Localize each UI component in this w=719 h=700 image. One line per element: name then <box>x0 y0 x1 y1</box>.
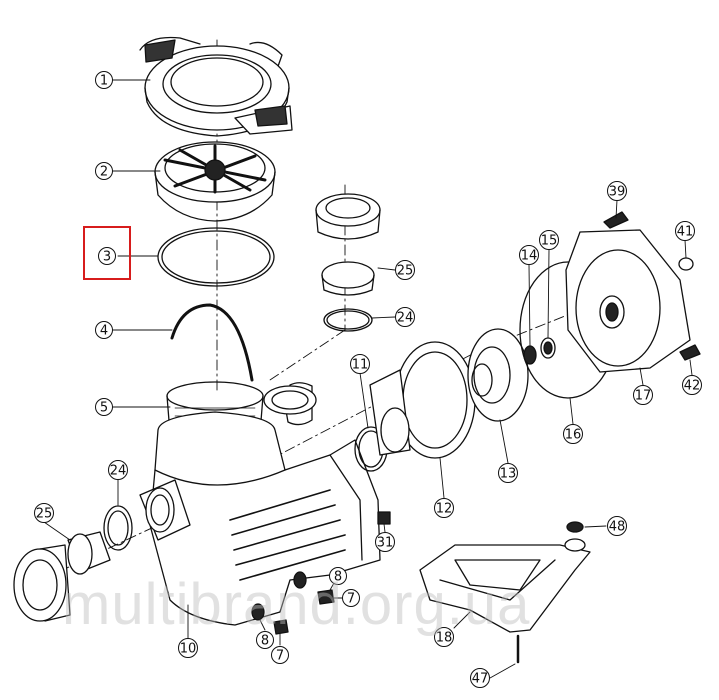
svg-text:2: 2 <box>100 165 108 180</box>
callout-48: 48 <box>607 516 627 536</box>
callout-18: 18 <box>434 627 454 647</box>
svg-text:3: 3 <box>103 250 111 265</box>
callout-8-right: 8 <box>329 567 347 585</box>
callout-2: 2 <box>95 162 113 180</box>
callout-31: 31 <box>375 532 395 552</box>
callout-24-left: 24 <box>108 460 128 480</box>
svg-text:41: 41 <box>677 225 694 240</box>
svg-text:24: 24 <box>110 464 127 479</box>
callout-25-top: 25 <box>395 260 415 280</box>
callout-24-top: 24 <box>395 307 415 327</box>
callout-41: 41 <box>675 221 695 241</box>
part-basket-handle <box>170 303 254 382</box>
part-motor-support <box>419 521 591 664</box>
svg-text:18: 18 <box>436 631 453 646</box>
svg-text:8: 8 <box>334 570 342 585</box>
callout-17: 17 <box>633 385 653 405</box>
part-back-plate <box>565 229 691 373</box>
svg-text:13: 13 <box>500 467 517 482</box>
part-lid <box>139 36 293 137</box>
svg-text:5: 5 <box>100 401 108 416</box>
svg-text:25: 25 <box>397 264 414 279</box>
svg-text:11: 11 <box>352 358 369 373</box>
callout-25-left: 25 <box>34 503 54 523</box>
callout-39: 39 <box>607 181 627 201</box>
svg-text:16: 16 <box>565 428 582 443</box>
svg-text:48: 48 <box>609 520 626 535</box>
part-o-ring-lid <box>157 227 275 287</box>
part-diffuser <box>369 341 476 459</box>
part-strainer-cover <box>154 141 276 222</box>
svg-text:24: 24 <box>397 311 414 326</box>
callout-13: 13 <box>498 463 518 483</box>
callout-7-left: 7 <box>271 646 289 664</box>
callout-12: 12 <box>434 498 454 518</box>
part-washer-41 <box>678 257 694 271</box>
callout-15: 15 <box>539 230 559 250</box>
callout-7-right: 7 <box>342 589 360 607</box>
callout-5: 5 <box>95 398 113 416</box>
part-seals <box>523 337 556 365</box>
callout-8-left: 8 <box>256 631 274 649</box>
part-bolt-42 <box>679 344 701 361</box>
part-screw-31 <box>377 511 391 525</box>
part-drain-plugs <box>251 571 335 635</box>
svg-text:15: 15 <box>541 234 558 249</box>
callout-42: 42 <box>682 375 702 395</box>
svg-text:10: 10 <box>180 642 197 657</box>
callout-4: 4 <box>95 321 113 339</box>
svg-text:39: 39 <box>609 185 626 200</box>
svg-text:12: 12 <box>436 502 453 517</box>
callout-47: 47 <box>470 668 490 688</box>
svg-text:17: 17 <box>635 389 652 404</box>
svg-text:31: 31 <box>377 536 394 551</box>
callout-leaders <box>43 79 693 679</box>
part-pump-housing <box>139 382 381 626</box>
callout-10: 10 <box>178 638 198 658</box>
svg-text:25: 25 <box>36 507 53 522</box>
svg-text:8: 8 <box>261 634 269 649</box>
part-impeller <box>467 328 529 422</box>
svg-text:7: 7 <box>347 592 355 607</box>
svg-text:1: 1 <box>100 74 108 89</box>
watermark-text: multibrand.org.ua <box>62 572 530 637</box>
svg-text:7: 7 <box>276 649 284 664</box>
callout-16: 16 <box>563 424 583 444</box>
part-union-left <box>13 505 133 622</box>
highlight-box <box>83 226 131 280</box>
svg-text:4: 4 <box>100 324 108 339</box>
svg-text:42: 42 <box>684 379 701 394</box>
callout-11: 11 <box>350 354 370 374</box>
part-union-top <box>315 193 381 332</box>
svg-text:47: 47 <box>472 672 489 687</box>
callout-labels: 1 2 3 4 5 10 24 25 24 25 11 12 13 14 15 … <box>34 71 702 688</box>
callout-3: 3 <box>98 247 116 265</box>
callout-1: 1 <box>95 71 113 89</box>
callout-14: 14 <box>519 245 539 265</box>
svg-text:14: 14 <box>521 249 538 264</box>
